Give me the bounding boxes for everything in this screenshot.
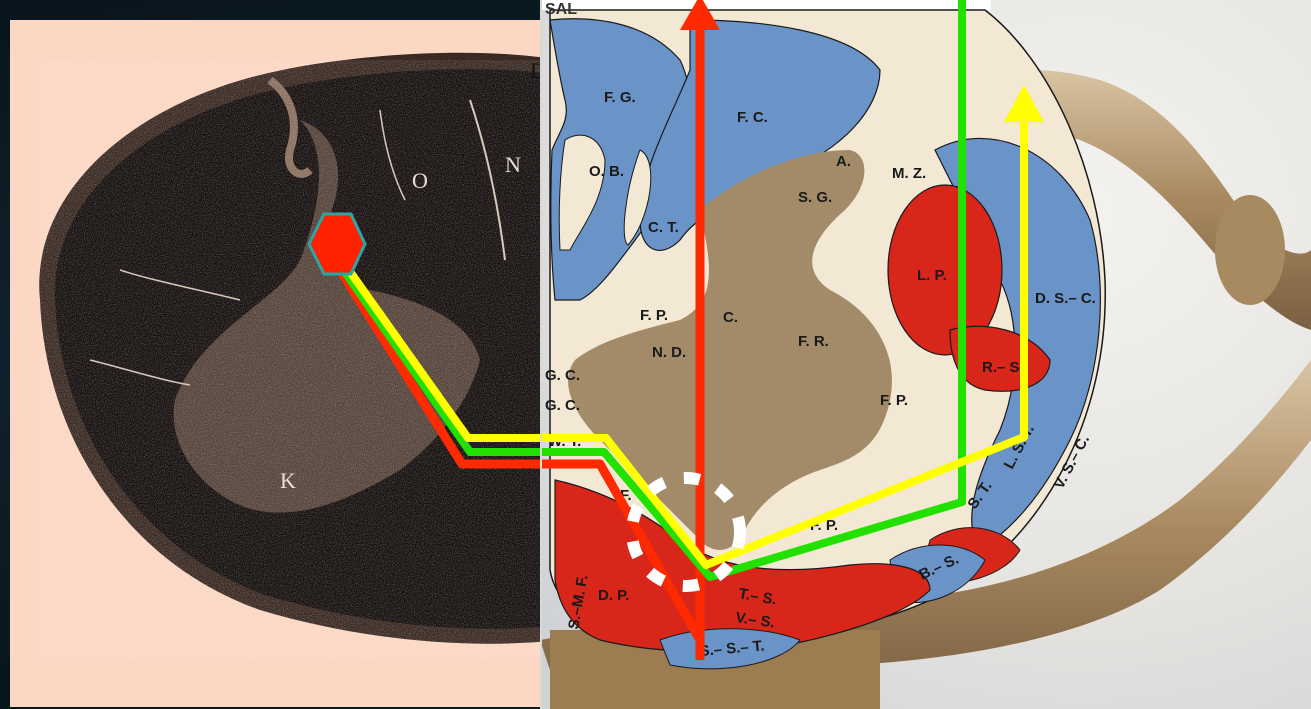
texture (40, 60, 560, 660)
label-nd: N. D. (652, 344, 686, 361)
label-k: K (280, 468, 296, 493)
label-mz: M. Z. (892, 165, 926, 182)
label-fr: F. R. (798, 333, 829, 350)
label-fg: F. G. (604, 89, 636, 106)
label-dp: D. P. (598, 587, 629, 604)
label-top-fragment: SAL (545, 1, 577, 18)
label-sg: S. G. (798, 189, 832, 206)
right-panel: F. G. F. C. O. B. C. T. A. M. Z. S. G. L… (540, 0, 1311, 709)
top-strip (541, 0, 991, 10)
label-ob: O. B. (589, 163, 624, 180)
label-gc-1: G. C. (545, 367, 580, 384)
label-dsc: D. S.– C. (1035, 290, 1096, 307)
label-lp: L. P. (917, 267, 947, 284)
label-a: A. (836, 153, 851, 170)
label-gc-2: G. C. (545, 397, 580, 414)
label-fp-2: F. P. (880, 392, 908, 409)
label-n: N (505, 152, 521, 177)
label-fc: F. C. (737, 109, 768, 126)
left-panel: O N K D (10, 20, 560, 707)
label-fp-1: F. P. (640, 307, 668, 324)
label-rs: R.– S. (982, 359, 1024, 376)
label-c: C. (723, 309, 738, 326)
label-ct: C. T. (648, 219, 679, 236)
label-o: O (412, 168, 428, 193)
dorsal-ganglion (1215, 195, 1285, 305)
